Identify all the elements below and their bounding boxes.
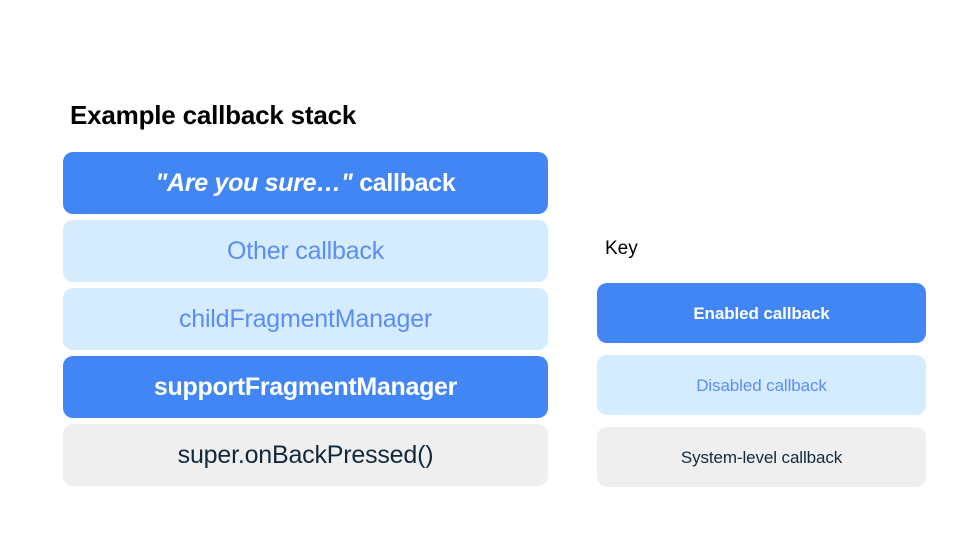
stack-item-label: Other callback (227, 236, 384, 265)
key-item-label: Enabled callback (693, 303, 830, 323)
key-title: Key (605, 238, 638, 259)
stack-item-label: childFragmentManager (178, 304, 433, 333)
key-item-enabled-callback: Enabled callback (597, 283, 926, 343)
stack-item-label: super.onBackPressed() (177, 440, 434, 469)
key-item-disabled-callback: Disabled callback (597, 355, 926, 415)
stack-item-are-you-sure-callback[interactable]: "Are you sure…" callback (63, 152, 548, 214)
key-item-system-level-callback: System-level callback (597, 427, 926, 487)
stack-item-childfragmentmanager[interactable]: childFragmentManager (63, 288, 548, 350)
key-item-label: System-level callback (680, 447, 843, 467)
key-item-label: Disabled callback (696, 375, 827, 395)
stack-item-label: "Are you sure…" callback (155, 168, 456, 197)
stack-item-other-callback[interactable]: Other callback (63, 220, 548, 282)
key-legend-section: Key Enabled callback Disabled callback S… (597, 238, 926, 487)
page-title: Example callback stack (70, 100, 357, 130)
callback-stack-list: "Are you sure…" callback Other callback … (63, 152, 548, 486)
stack-item-supportfragmentmanager[interactable]: supportFragmentManager (63, 356, 548, 418)
key-legend-list: Enabled callback Disabled callback Syste… (597, 283, 926, 487)
stack-item-quoted-text: "Are you sure…" (155, 168, 353, 197)
stack-item-super-onbackpressed[interactable]: super.onBackPressed() (63, 424, 548, 486)
stack-item-label: supportFragmentManager (153, 372, 458, 401)
callback-stack-section: Example callback stack "Are you sure…" c… (63, 100, 548, 486)
stack-item-suffix-text: callback (352, 168, 456, 197)
